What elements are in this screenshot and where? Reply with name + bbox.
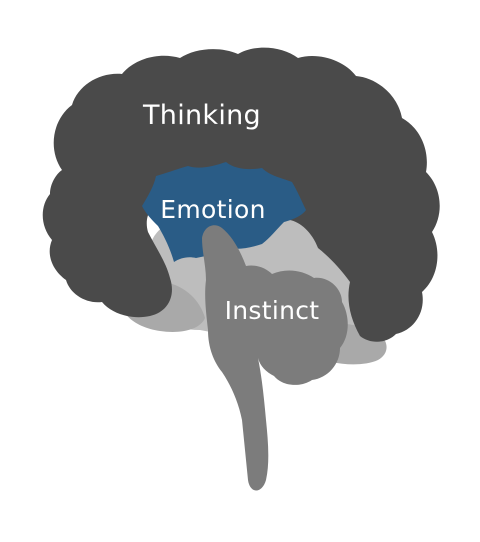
thinking-region — [42, 47, 440, 342]
emotion-shape — [142, 162, 306, 262]
instinct-label: Instinct — [225, 296, 320, 325]
thinking-cortex — [42, 47, 440, 342]
instinct-shape — [202, 225, 348, 491]
thinking-label: Thinking — [142, 100, 261, 131]
instinct-region — [202, 225, 348, 491]
emotion-label: Emotion — [160, 195, 265, 224]
emotion-region — [142, 162, 306, 262]
